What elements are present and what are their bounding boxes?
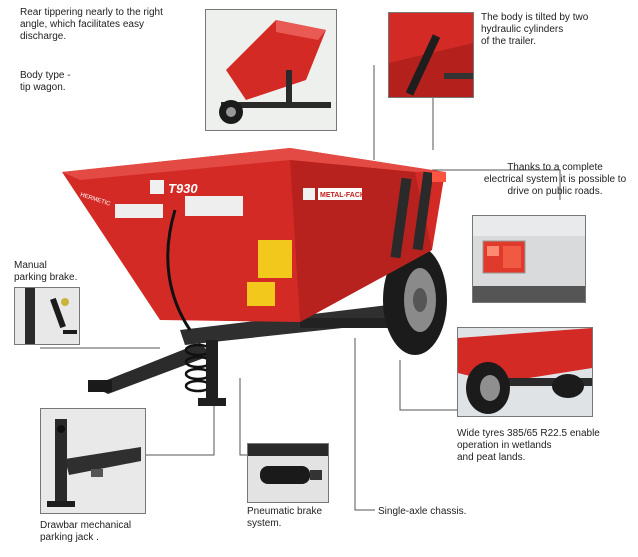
label-electrical: Thanks to a complete electrical system i… (483, 162, 627, 197)
label-body-tilted: The body is tilted by two hydraulic cyli… (481, 12, 589, 47)
inset-wide-tyres (457, 327, 593, 417)
inset-drawbar-jack (40, 408, 146, 514)
inset-rear-tipping (205, 9, 337, 131)
inset-pneumatic-brake (247, 443, 329, 503)
label-single-axle: Single-axle chassis. (378, 506, 467, 517)
info-sticker-yellow (258, 240, 292, 278)
label-wide-tyres: Wide tyres 385/65 R22.5 enable operation… (457, 428, 600, 463)
leader-pneumatic-brake (239, 378, 247, 456)
wheel (383, 245, 447, 355)
brand-label: METAL-FACH (320, 192, 365, 199)
leader-wide-tyres (399, 360, 457, 411)
parking-jack-foot (198, 398, 226, 406)
leader-single-axle (354, 338, 375, 511)
info-sticker-yellow-2 (247, 282, 275, 306)
brand-plate (318, 188, 362, 200)
body-logo-badge (150, 180, 164, 194)
warning-sticker-2 (185, 196, 243, 216)
label-pneumatic-brake: Pneumatic brake system. (247, 506, 323, 529)
hydraulic-cylinder-2 (412, 171, 434, 251)
inset-parking-brake (14, 287, 80, 345)
rear-light (432, 172, 446, 182)
label-drawbar-jack: Drawbar mechanical parking jack . (40, 520, 132, 543)
hydraulic-cylinder-1 (390, 177, 412, 259)
model-label: T930 (168, 181, 198, 196)
inset-rear-light (472, 215, 586, 303)
drawbar-eye (88, 380, 112, 392)
body-side-panel (290, 160, 432, 322)
side-logo-badge (303, 188, 315, 200)
leader-drawbar-jack (145, 400, 215, 456)
leader-electrical (432, 169, 561, 200)
axle (300, 318, 430, 328)
drawbar (92, 343, 212, 394)
inset-hydraulic-cylinders (388, 12, 474, 98)
parking-jack (206, 340, 218, 400)
label-body-type: Body type - tip wagon. (20, 70, 71, 93)
body-top-rim (62, 148, 445, 180)
warning-sticker-1 (115, 204, 163, 218)
label-parking-brake: Manual parking brake. (14, 260, 78, 283)
hydraulic-hose (166, 209, 192, 331)
label-rear-tipping: Rear tippering nearly to the right angle… (20, 7, 163, 42)
